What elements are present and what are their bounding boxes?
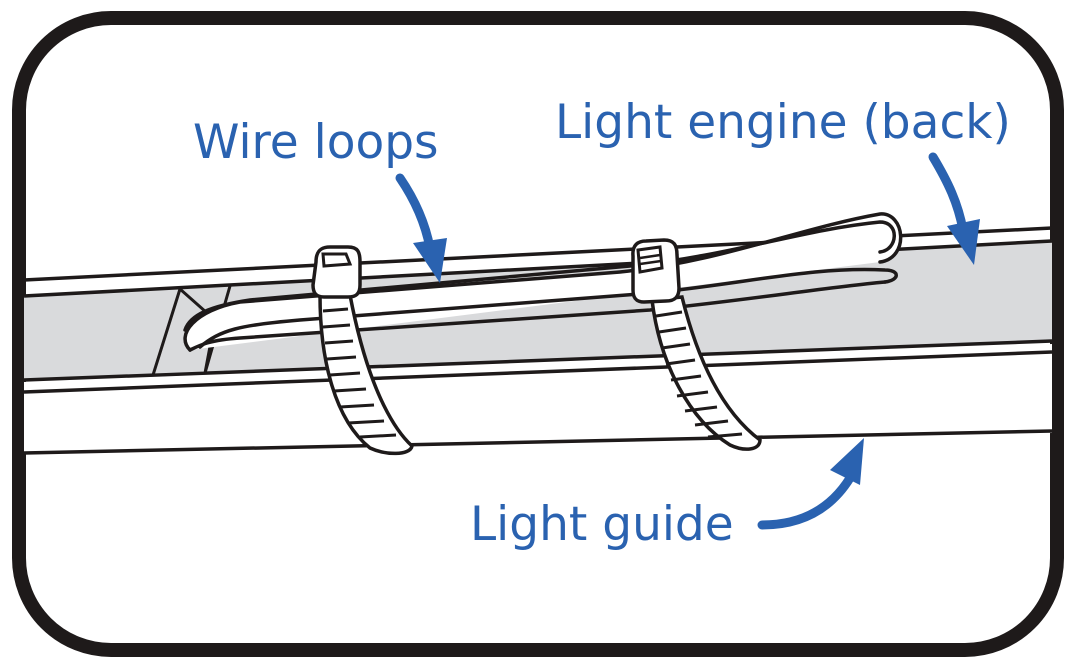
light-guide (23, 344, 1053, 455)
arrow-light-engine-head (947, 219, 980, 265)
strap-rib (655, 310, 683, 318)
arrow-light-guide-head (830, 438, 864, 485)
wire-bundle (183, 212, 903, 352)
wire-loop-3 (198, 267, 898, 349)
strap-rib (707, 432, 743, 439)
strap-rib (694, 419, 729, 427)
arrow-wire-loops-head (413, 238, 447, 283)
label-light-engine: Light engine (back) (555, 95, 1011, 150)
strap-rib (665, 358, 696, 366)
strap-rib (658, 326, 687, 334)
label-wire-loops: Wire loops (193, 115, 439, 170)
strap-rib (322, 323, 351, 329)
wire-loop-2 (183, 220, 896, 332)
light-guide-body (24, 344, 1052, 452)
strap-rib (333, 387, 367, 393)
strap-rib (347, 419, 385, 425)
strap-rib (359, 433, 397, 439)
cable-tie-right-slot-line (639, 253, 661, 260)
cable-tie-right-slot (636, 245, 664, 274)
strap-rib (326, 355, 357, 361)
cable-tie-right (631, 238, 762, 451)
cable-tie-left-slot (321, 252, 353, 268)
strap-rib (670, 374, 702, 382)
arrow-wire-loops (395, 173, 447, 283)
arrow-light-guide-shaft (757, 473, 855, 530)
arrow-light-engine-shaft (928, 152, 968, 235)
strap-rib (684, 405, 718, 413)
wire-loop-4 (188, 280, 887, 352)
strap-rib (324, 339, 354, 345)
strap-rib (676, 390, 709, 398)
strap-rib (661, 342, 691, 350)
strap-rib (339, 403, 375, 409)
light-guide-top-edge (23, 350, 1053, 394)
light-guide-bottom-edge (23, 429, 1053, 455)
strap-rib (322, 307, 349, 313)
arrow-light-engine (928, 152, 980, 265)
arrow-light-guide (757, 438, 864, 530)
cable-tie-left-strap (318, 293, 414, 456)
label-light-guide: Light guide (470, 497, 734, 552)
cable-tie-left (311, 245, 414, 456)
cable-tie-right-slot-line (639, 259, 662, 266)
strap-rib (329, 371, 361, 377)
